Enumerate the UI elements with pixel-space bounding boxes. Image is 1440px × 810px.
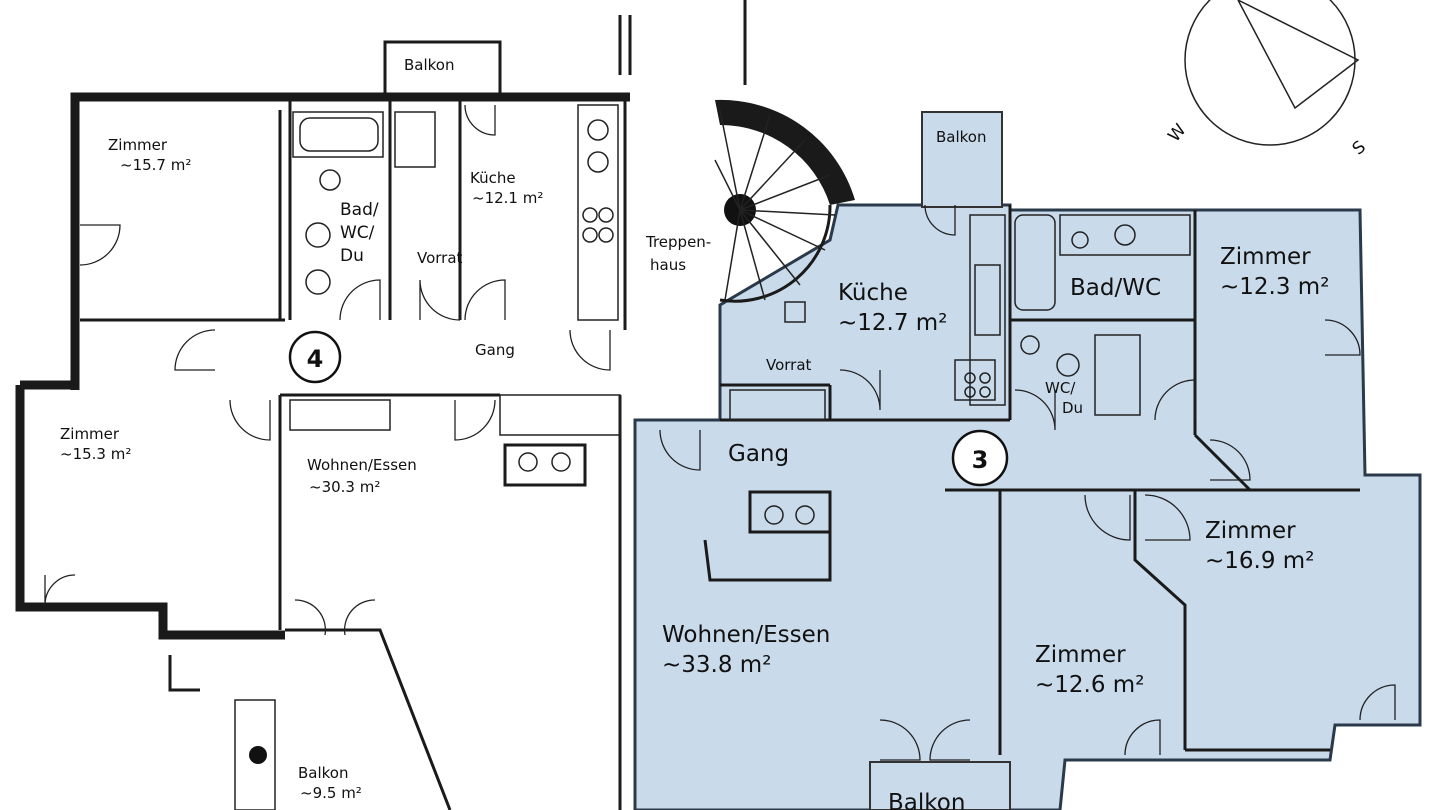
unit-4-wohnen-area: ~30.3 m² <box>309 478 380 496</box>
unit-4-number: 4 <box>307 345 324 373</box>
unit-4-zimmer-b-area: ~15.3 m² <box>60 445 131 463</box>
unit-4-bad-line2: WC/ <box>340 223 375 243</box>
unit-4-kueche-area: ~12.1 m² <box>472 189 543 207</box>
unit-3-wc-line2: Du <box>1062 399 1083 417</box>
unit-4-treppenhaus-line2: haus <box>650 256 686 274</box>
unit-3-number: 3 <box>972 446 989 474</box>
compass: W S <box>1164 0 1370 159</box>
unit-3-zimmer-b-area: ~16.9 m² <box>1205 548 1314 574</box>
unit-3-doors <box>659 204 1396 761</box>
unit-3-zimmer-b-name: Zimmer <box>1205 518 1296 544</box>
staircase <box>618 0 855 303</box>
unit-4-zimmer-a-area: ~15.7 m² <box>120 156 191 174</box>
unit-4-bad-line1: Bad/ <box>340 200 379 220</box>
unit-3-gang-label: Gang <box>728 441 789 467</box>
unit-4-zimmer-b-name: Zimmer <box>60 425 120 443</box>
unit-3-zimmer-a-area: ~12.3 m² <box>1220 274 1329 300</box>
unit-3-balkon-bottom-label: Balkon <box>888 790 965 810</box>
unit-3-fill <box>633 203 1422 810</box>
unit-4-treppenhaus-line1: Treppen- <box>645 233 711 251</box>
unit-4-vorrat-label: Vorrat <box>417 249 463 267</box>
unit-3-number-badge <box>951 429 1009 487</box>
unit-4-doors <box>44 104 611 636</box>
unit-4-number-badge <box>288 330 342 384</box>
compass-west-label: W <box>1164 120 1190 146</box>
unit-3-wohnen-name: Wohnen/Essen <box>662 622 830 648</box>
unit-3-vorrat-label: Vorrat <box>766 356 812 374</box>
unit-4-balkon-bottom-name: Balkon <box>298 764 349 782</box>
unit-3-zimmer-a-name: Zimmer <box>1220 244 1311 270</box>
unit-3-labels: 3 Balkon Küche ~12.7 m² Vorrat Bad/WC WC… <box>662 128 1329 810</box>
unit-4-zimmer-a-name: Zimmer <box>108 136 168 154</box>
unit-3-kueche-name: Küche <box>838 280 908 306</box>
compass-circle <box>1184 0 1356 146</box>
unit-4-balkon-bottom-area: ~9.5 m² <box>300 784 362 802</box>
unit-3-zimmer-c-name: Zimmer <box>1035 642 1126 668</box>
unit-4-wohnen-name: Wohnen/Essen <box>307 456 417 474</box>
unit-4-labels: 4 Balkon Zimmer ~15.7 m² Bad/ WC/ Du Vor… <box>60 56 711 802</box>
unit-3-zimmer-c-area: ~12.6 m² <box>1035 672 1144 698</box>
unit-3-balkon-top-label: Balkon <box>936 128 987 146</box>
compass-south-label: S <box>1349 137 1370 159</box>
unit-4-bad-line3: Du <box>340 246 364 266</box>
unit-4-gang-label: Gang <box>475 341 515 359</box>
unit-3-bad-label: Bad/WC <box>1070 275 1161 301</box>
unit-3-wohnen-area: ~33.8 m² <box>662 652 771 678</box>
unit-3-balcony-top-fill <box>921 111 1003 208</box>
unit-3-area <box>633 111 1422 810</box>
unit-3-walls <box>703 205 1360 755</box>
unit-4-balkon-top-label: Balkon <box>404 56 455 74</box>
unit-3-wc-line1: WC/ <box>1045 379 1076 397</box>
unit-3-balcony-bottom-fill <box>869 761 1011 810</box>
unit-4-kueche-name: Küche <box>470 169 516 187</box>
unit-4-fixtures <box>289 104 619 431</box>
unit-3-kueche-area: ~12.7 m² <box>838 310 947 336</box>
unit-4-walls <box>15 40 630 810</box>
